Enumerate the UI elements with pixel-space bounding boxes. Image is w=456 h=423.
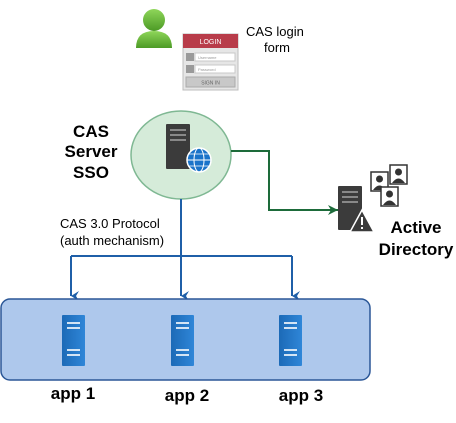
lock-icon xyxy=(186,65,194,73)
username-field xyxy=(194,52,236,62)
protocol-arrows xyxy=(70,199,300,301)
login-caption-line2: form xyxy=(264,40,290,55)
cas-to-ad-arrow xyxy=(231,150,338,215)
active-directory-icon xyxy=(338,186,376,233)
protocol-label-line2: (auth mechanism) xyxy=(60,233,164,248)
cas-server-label-line2: Server xyxy=(65,142,118,161)
app3-label: app 3 xyxy=(279,386,323,405)
app1-label: app 1 xyxy=(51,384,95,403)
signin-label: SIGN IN xyxy=(201,81,220,87)
user-field-icon xyxy=(186,53,194,61)
app2-server-icon xyxy=(171,315,194,366)
cas-server-label-line1: CAS xyxy=(73,122,109,141)
signin-button xyxy=(185,76,236,88)
app3-server-icon xyxy=(279,315,302,366)
users-group-icon xyxy=(370,164,408,207)
user-icon xyxy=(136,9,172,48)
protocol-label-line1: CAS 3.0 Protocol xyxy=(60,216,160,231)
server-globe-icon xyxy=(166,124,212,173)
login-header xyxy=(183,34,238,48)
cas-server-label-line3: SSO xyxy=(73,163,109,182)
login-header-text: LOGIN xyxy=(200,39,222,46)
password-placeholder: Password xyxy=(198,67,216,72)
cas-server-node xyxy=(130,110,232,200)
active-directory-label-line1: Active xyxy=(390,218,441,237)
app1-server-icon xyxy=(62,315,85,366)
active-directory-label-line2: Directory xyxy=(379,240,454,259)
app2-label: app 2 xyxy=(165,386,209,405)
username-placeholder: Username xyxy=(198,55,217,60)
password-field xyxy=(194,64,236,74)
login-caption-line1: CAS login xyxy=(246,24,304,39)
login-form: LOGIN Username Password SIGN IN xyxy=(182,33,239,91)
